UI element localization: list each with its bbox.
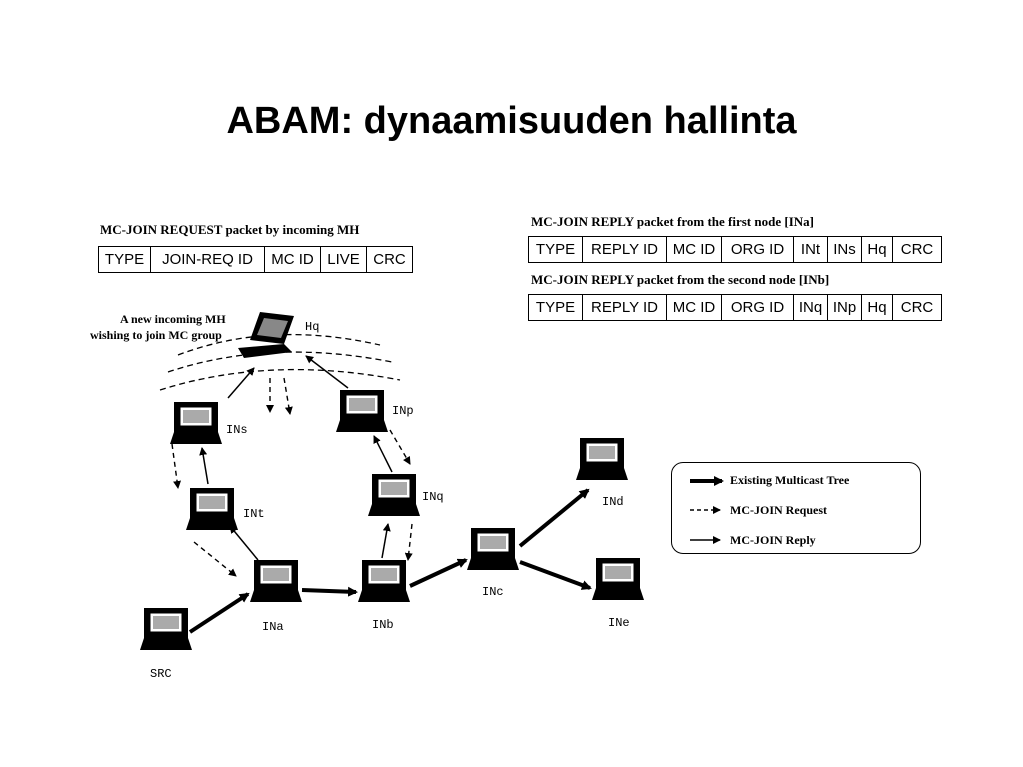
reply-first-packet: TYPE REPLY ID MC ID ORG ID INt INs Hq CR… [528, 236, 942, 263]
packet-field: INs [828, 237, 862, 262]
packet-field: TYPE [99, 247, 151, 272]
packet-field: CRC [900, 241, 934, 258]
reply-second-packet: TYPE REPLY ID MC ID ORG ID INq INp Hq CR… [528, 294, 942, 321]
computer-icon-ins [169, 401, 223, 445]
computer-icon-int [185, 487, 239, 531]
computer-icon-inp [335, 389, 389, 433]
request-packet-caption: MC-JOIN REQUEST packet by incoming MH [100, 222, 360, 237]
node-label-hq: Hq [305, 320, 320, 334]
node-label-src: SRC [150, 667, 172, 681]
reply-second-caption: MC-JOIN REPLY packet from the second nod… [531, 272, 830, 287]
node-label-inq: INq [422, 490, 444, 504]
packet-field: MC ID [667, 295, 722, 320]
join-reply-links [199, 355, 393, 561]
computer-icon-ine [591, 557, 645, 601]
computer-icon-ind [575, 437, 629, 481]
legend-existing-tree: Existing Multicast Tree [730, 473, 850, 487]
computer-icon-inq [367, 473, 421, 517]
node-label-ine: INe [608, 616, 630, 630]
legend-join-reply: MC-JOIN Reply [730, 533, 816, 547]
computer-icon-inc [466, 527, 520, 571]
packet-field: ORG ID [722, 237, 794, 262]
packet-field: LIVE [321, 247, 367, 272]
mh-caption-line2: wishing to join MC group [90, 328, 222, 342]
node-label-inc: INc [482, 585, 504, 599]
packet-field: INt [794, 237, 828, 262]
node-label-inb: INb [372, 618, 394, 632]
radio-waves [159, 333, 401, 391]
node-label-int: INt [243, 507, 265, 521]
join-request-links [171, 377, 413, 577]
packet-field: MC ID [667, 237, 722, 262]
multicast-tree-links [188, 488, 592, 634]
packet-field: TYPE [529, 237, 583, 262]
packet-field: INp [828, 295, 862, 320]
legend-box: Existing Multicast Tree MC-JOIN Request … [671, 462, 921, 554]
mh-caption-line1: A new incoming MH [120, 312, 226, 326]
node-label-ind: INd [602, 495, 624, 509]
packet-field: INq [794, 295, 828, 320]
packet-field: REPLY ID [583, 295, 667, 320]
packet-field: Hq [862, 295, 893, 320]
node-label-inp: INp [392, 404, 414, 418]
packet-field: JOIN-REQ ID [151, 247, 265, 272]
packet-field: Hq [862, 237, 893, 262]
request-packet: TYPE JOIN-REQ ID MC ID LIVE CRC [98, 246, 413, 273]
packet-field: ORG ID [722, 295, 794, 320]
laptop-icon [238, 312, 294, 358]
computer-icon-ina [249, 559, 303, 603]
node-label-ina: INa [262, 620, 284, 634]
reply-first-caption: MC-JOIN REPLY packet from the first node… [531, 214, 814, 229]
computer-icon-inb [357, 559, 411, 603]
computer-icon-src [139, 607, 193, 651]
page-title: ABAM: dynaamisuuden hallinta [226, 100, 797, 142]
packet-field: MC ID [265, 247, 321, 272]
packet-field: CRC [373, 251, 406, 268]
packet-field: CRC [900, 299, 934, 316]
packet-field: TYPE [529, 295, 583, 320]
legend-join-request: MC-JOIN Request [730, 503, 827, 517]
node-label-ins: INs [226, 423, 248, 437]
packet-field: REPLY ID [583, 237, 667, 262]
